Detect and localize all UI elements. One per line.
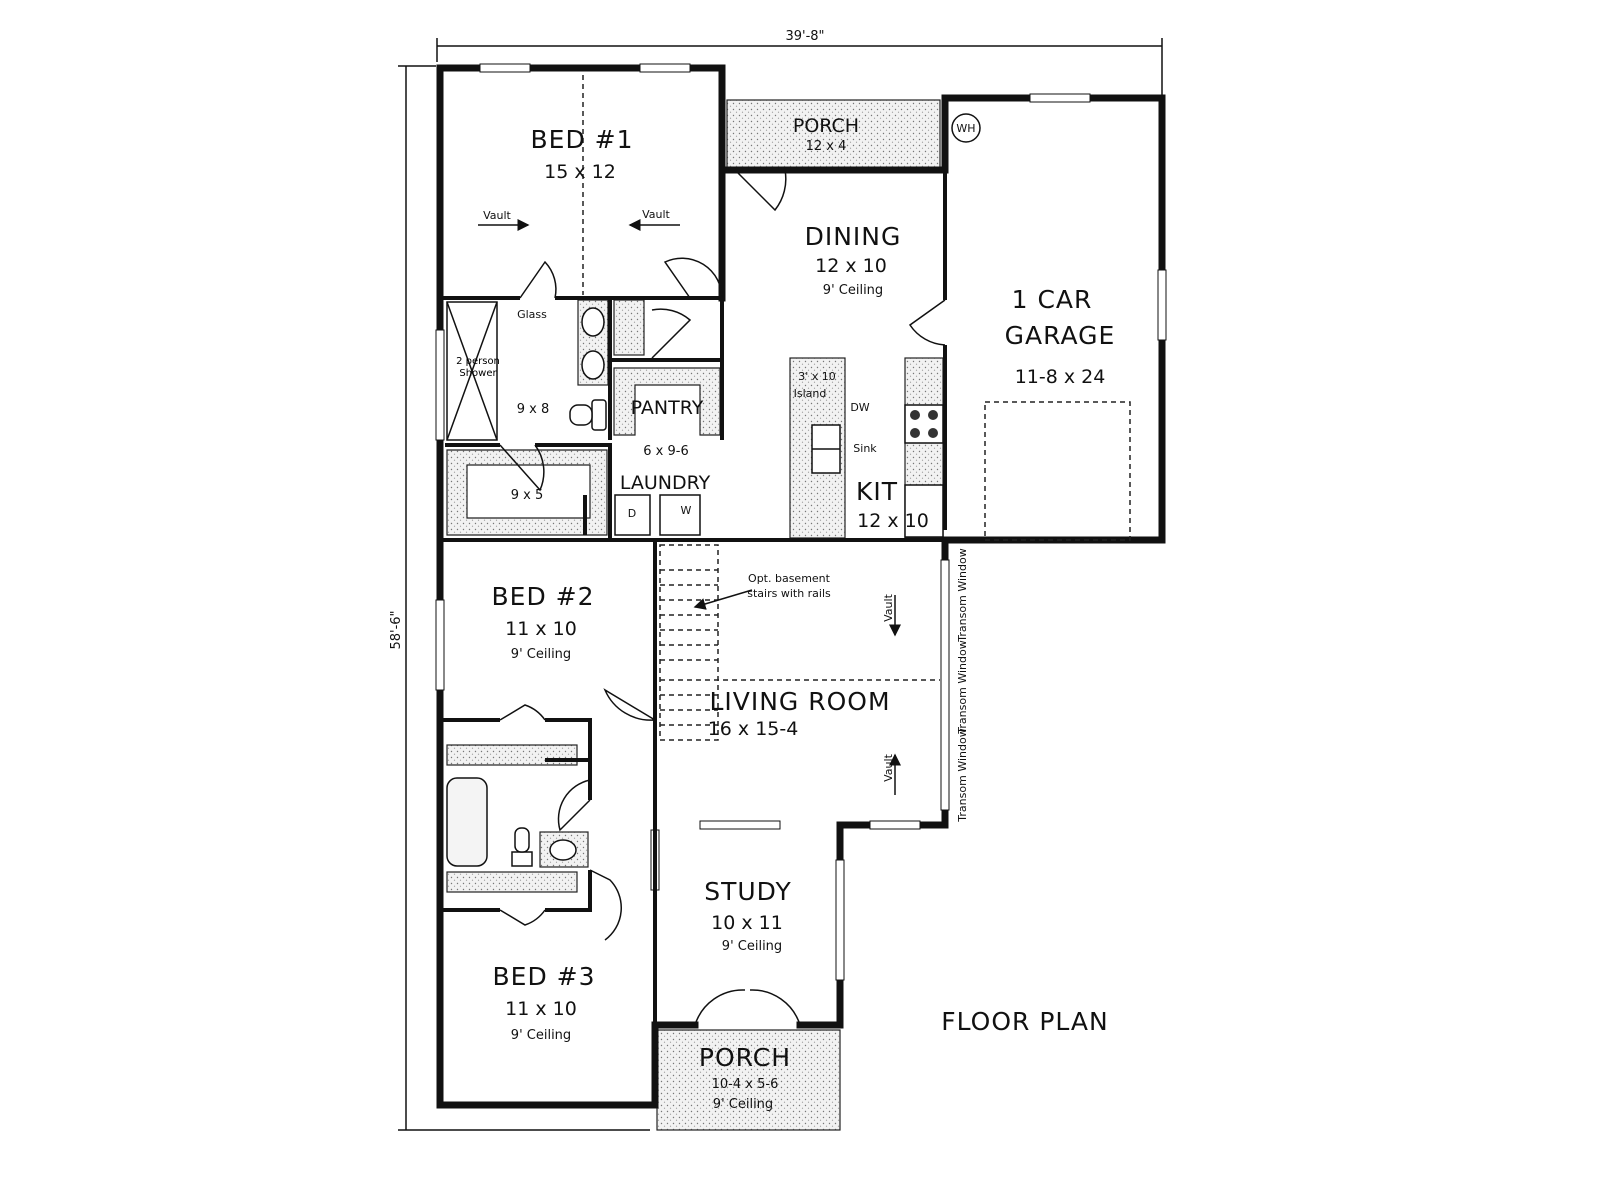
interior-walls bbox=[440, 170, 947, 1025]
dining-name: DINING bbox=[805, 222, 902, 251]
bed2-name: BED #2 bbox=[492, 582, 595, 611]
dining-ceiling: 9' Ceiling bbox=[823, 283, 883, 298]
glass-label: Glass bbox=[517, 308, 547, 321]
vault-label: Vault bbox=[642, 208, 670, 221]
toilet-icon bbox=[511, 851, 533, 867]
porch-top-floor bbox=[726, 99, 941, 169]
porch-front-size: 10-4 x 5-6 bbox=[712, 1077, 779, 1092]
shower-label: 2 person Shower bbox=[456, 356, 500, 379]
closet-size: 9 x 5 bbox=[511, 488, 544, 503]
stairs-note-1: Opt. basement bbox=[748, 572, 831, 585]
pantry-size: 6 x 9-6 bbox=[643, 444, 688, 459]
kitchen-name: KIT bbox=[856, 477, 898, 506]
kitchen-size: 12 x 10 bbox=[857, 510, 929, 532]
depth-label: 58'-6" bbox=[389, 610, 404, 649]
plan-title: FLOOR PLAN bbox=[941, 1007, 1108, 1036]
garage-name-2: GARAGE bbox=[1005, 321, 1116, 350]
range-icon bbox=[904, 404, 944, 444]
living-name: LIVING ROOM bbox=[709, 687, 890, 716]
vault-label: Vault bbox=[882, 593, 895, 621]
water-heater-icon bbox=[951, 113, 981, 143]
shower bbox=[446, 301, 498, 441]
dining-size: 12 x 10 bbox=[815, 255, 887, 277]
transom-window-label: Transom Window bbox=[956, 548, 969, 642]
bathtub-icon bbox=[446, 777, 488, 867]
linen-shelf bbox=[613, 299, 645, 356]
porch-top-size: 12 x 4 bbox=[806, 139, 847, 154]
dryer-icon bbox=[614, 494, 651, 536]
porch-front-floor bbox=[656, 1029, 841, 1131]
dryer-label: D bbox=[628, 507, 636, 520]
wh-label: WH bbox=[956, 122, 975, 135]
dimension-depth: 58'-6" bbox=[389, 65, 650, 1131]
study-size: 10 x 11 bbox=[711, 912, 783, 934]
garage-door bbox=[984, 401, 1131, 541]
vault-label: Vault bbox=[483, 209, 511, 222]
bed1-size: 15 x 12 bbox=[544, 161, 616, 183]
island-size: 3' x 10 bbox=[798, 370, 836, 383]
washer-icon bbox=[659, 494, 701, 536]
garage-size: 11-8 x 24 bbox=[1015, 366, 1106, 388]
stairs-note-2: stairs with rails bbox=[747, 587, 831, 600]
porch-front-ceiling: 9' Ceiling bbox=[713, 1097, 773, 1112]
bed3-name: BED #3 bbox=[493, 962, 596, 991]
transom-window-label: Transom Window bbox=[956, 728, 969, 822]
sink-icon bbox=[581, 307, 605, 337]
bed3-size: 11 x 10 bbox=[505, 998, 577, 1020]
dw-label: DW bbox=[850, 401, 869, 414]
doors bbox=[499, 169, 946, 1026]
windows bbox=[435, 63, 1167, 981]
porch-top-name: PORCH bbox=[793, 115, 859, 137]
pantry-name: PANTRY bbox=[631, 397, 704, 419]
sink-label: Sink bbox=[853, 442, 877, 455]
study-ceiling: 9' Ceiling bbox=[722, 939, 782, 954]
bath-size: 9 x 8 bbox=[517, 402, 550, 417]
bed3-ceiling: 9' Ceiling bbox=[511, 1028, 571, 1043]
closet-shelf-bed2 bbox=[446, 744, 578, 766]
bed1-name: BED #1 bbox=[531, 125, 634, 154]
sink-icon bbox=[549, 839, 577, 861]
toilet-icon bbox=[591, 399, 607, 431]
washer-label: W bbox=[681, 504, 692, 517]
fixtures bbox=[446, 113, 981, 867]
transom-window-label: Transom Window bbox=[956, 640, 969, 734]
sink-icon bbox=[581, 350, 605, 380]
bed2-ceiling: 9' Ceiling bbox=[511, 647, 571, 662]
laundry-name: LAUNDRY bbox=[620, 472, 711, 494]
refrigerator-icon bbox=[904, 484, 944, 538]
basement-stairs bbox=[659, 544, 753, 741]
closet-shelves bbox=[446, 449, 608, 536]
garage-name-1: 1 CAR bbox=[1012, 285, 1093, 314]
dimension-width: 39'-8" bbox=[436, 29, 1163, 95]
study-name: STUDY bbox=[704, 877, 792, 906]
porch-front-name: PORCH bbox=[699, 1043, 791, 1072]
living-size: 16 x 15-4 bbox=[708, 718, 799, 740]
width-label: 39'-8" bbox=[785, 29, 824, 44]
vault-label: Vault bbox=[882, 753, 895, 781]
bed2-size: 11 x 10 bbox=[505, 618, 577, 640]
closet-shelf-bed3 bbox=[446, 871, 578, 893]
island-label: Island bbox=[794, 387, 827, 400]
